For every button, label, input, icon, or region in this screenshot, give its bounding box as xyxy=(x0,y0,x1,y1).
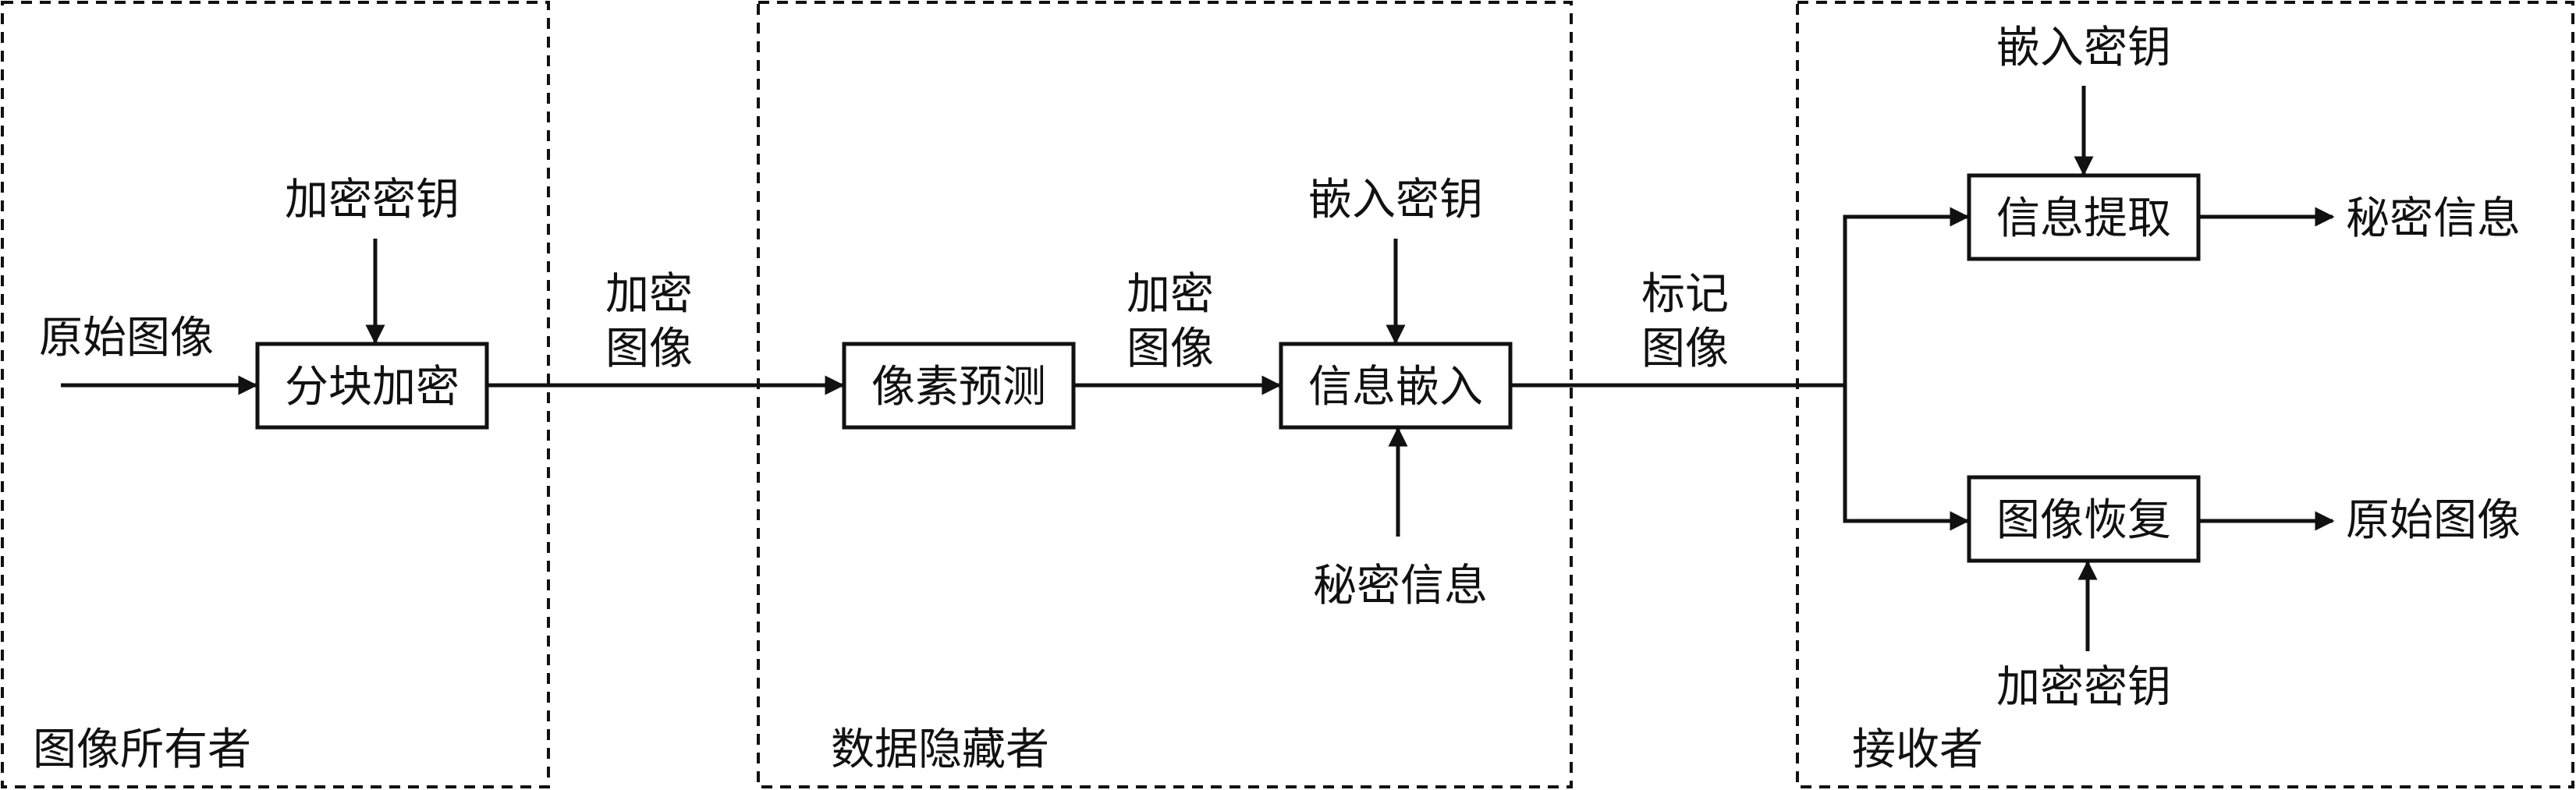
encrypted-image-label-2-line2: 图像 xyxy=(1127,324,1214,374)
original-image-input-label: 原始图像 xyxy=(39,313,214,363)
encrypted-image-label-1-line1: 加密 xyxy=(605,269,693,320)
encrypted-image-label-2-line1: 加密 xyxy=(1127,269,1214,320)
block-encryption-label: 分块加密 xyxy=(285,362,459,413)
encryption-key-bottom-label: 加密密钥 xyxy=(1996,662,2171,713)
info-embedding-label: 信息嵌入 xyxy=(1308,362,1483,413)
hider-region xyxy=(757,1,1573,788)
embedding-key-mid-label: 嵌入密钥 xyxy=(1308,175,1483,225)
secret-info-input-label: 秘密信息 xyxy=(1313,561,1488,611)
pixel-prediction-label: 像素预测 xyxy=(871,362,1046,413)
region-label-receiver: 接收者 xyxy=(1852,724,1983,775)
image-recovery-label: 图像恢复 xyxy=(1996,495,2171,546)
arrow-marked-image-to-recovery xyxy=(1843,385,1970,531)
owner-region xyxy=(1,1,550,788)
pixel-prediction-box xyxy=(842,342,1076,430)
arrow-marked-image-to-extraction xyxy=(1843,207,1970,385)
region-label-owner: 图像所有者 xyxy=(33,724,251,775)
original-image-output-label: 原始图像 xyxy=(2346,495,2521,546)
info-extraction-label: 信息提取 xyxy=(1996,193,2171,244)
secret-info-output-label: 秘密信息 xyxy=(2346,193,2521,244)
marked-image-label-line2: 图像 xyxy=(1641,324,1729,374)
region-label-hider: 数据隐藏者 xyxy=(831,724,1049,775)
encryption-key-top-label: 加密密钥 xyxy=(285,175,459,225)
encrypted-image-label-1-line2: 图像 xyxy=(605,324,693,374)
marked-image-label-line1: 标记 xyxy=(1641,269,1729,320)
embedding-key-right-label: 嵌入密钥 xyxy=(1996,23,2171,73)
receiver-region xyxy=(1796,1,2574,788)
